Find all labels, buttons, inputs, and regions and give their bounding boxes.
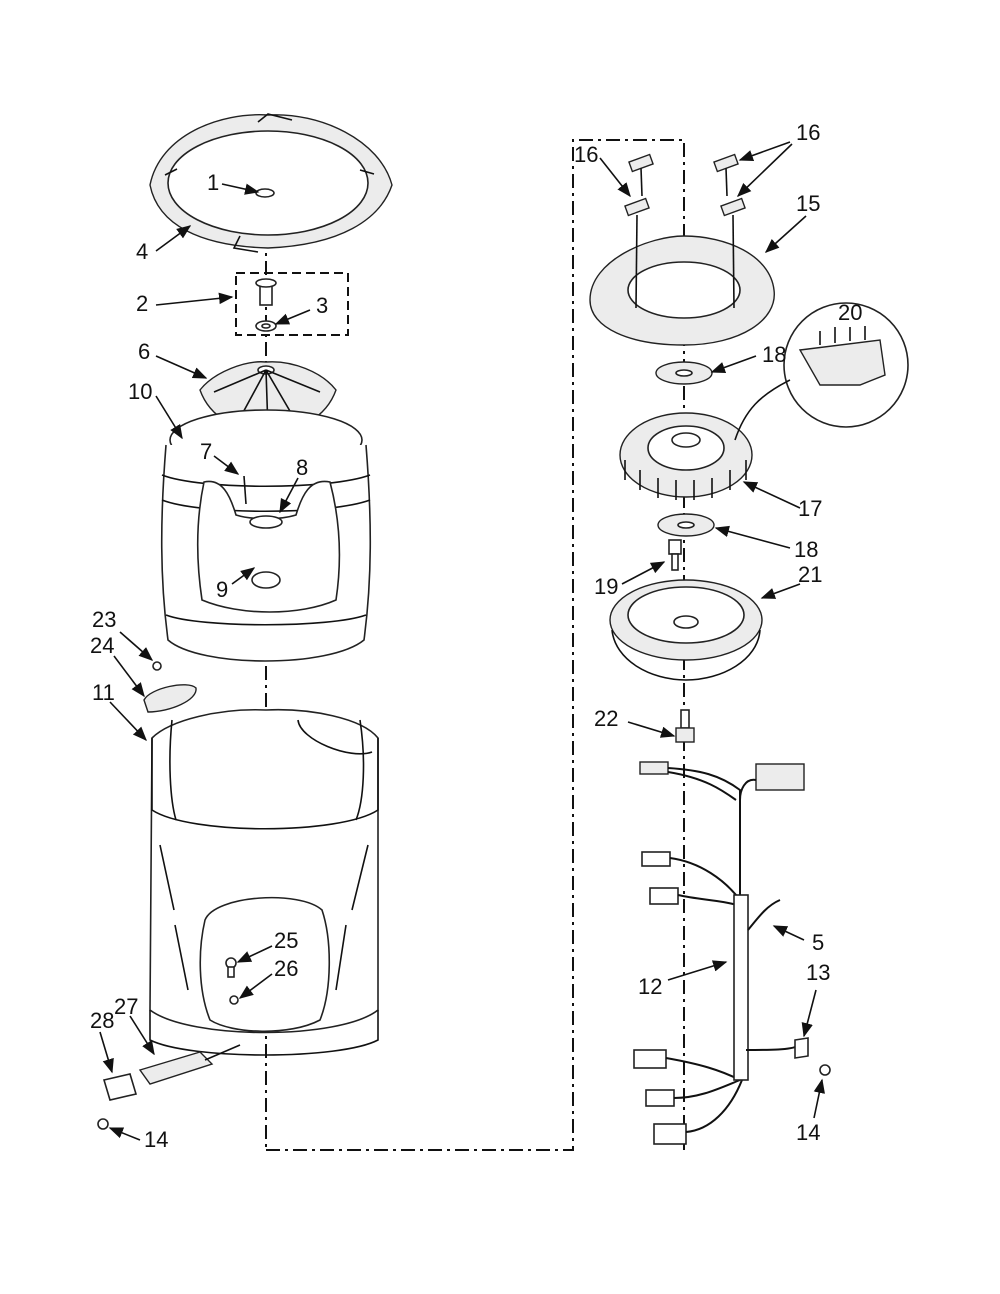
label-8: 8: [296, 455, 308, 480]
label-3: 3: [316, 293, 328, 318]
cover-plate-part: [143, 661, 197, 713]
label-23: 23: [92, 607, 116, 632]
label-21: 21: [798, 562, 822, 587]
label-2: 2: [136, 291, 148, 316]
stator-part: [619, 412, 753, 500]
pin-parts: [624, 153, 746, 309]
label-6: 6: [138, 339, 150, 364]
rotor-part: [609, 579, 763, 681]
label-24: 24: [90, 633, 114, 658]
label-14-left: 14: [144, 1127, 168, 1152]
label-12: 12: [638, 974, 662, 999]
label-26: 26: [274, 956, 298, 981]
label-16-left: 16: [574, 142, 598, 167]
label-27: 27: [114, 994, 138, 1019]
leader-lines: [99, 141, 825, 1141]
label-13: 13: [806, 960, 830, 985]
label-25: 25: [274, 928, 298, 953]
bolt-washer-box: [235, 272, 349, 336]
bracket-clip-parts: [97, 1044, 241, 1130]
label-18-bottom: 18: [794, 537, 818, 562]
label-16-right: 16: [796, 120, 820, 145]
label-9: 9: [216, 577, 228, 602]
outer-tub-part: [149, 708, 379, 1056]
tub-ring-part: [149, 113, 393, 253]
small-fasteners: [225, 957, 239, 1005]
wire-harness-part: [633, 761, 831, 1145]
label-22: 22: [594, 706, 618, 731]
label-17: 17: [798, 496, 822, 521]
label-10: 10: [128, 379, 152, 404]
label-7: 7: [200, 439, 212, 464]
part-labels: 1 4 2 3 6 10 7 8 9 23 24 11 25 26 27 28 …: [90, 120, 862, 1152]
label-18-top: 18: [762, 342, 786, 367]
label-28: 28: [90, 1008, 114, 1033]
label-4: 4: [136, 239, 148, 264]
label-19: 19: [594, 574, 618, 599]
label-1: 1: [207, 170, 219, 195]
label-20: 20: [838, 300, 862, 325]
rotor-bolt-part: [668, 539, 682, 571]
label-14-right: 14: [796, 1120, 820, 1145]
motor-mount-part: [589, 235, 775, 346]
spacer-parts: [655, 361, 715, 537]
wash-basket-part: [160, 409, 372, 662]
bottom-bolt-part: [675, 709, 695, 743]
label-11: 11: [92, 680, 115, 705]
label-15: 15: [796, 191, 820, 216]
detail-callout: [734, 302, 909, 441]
label-5: 5: [812, 930, 824, 955]
